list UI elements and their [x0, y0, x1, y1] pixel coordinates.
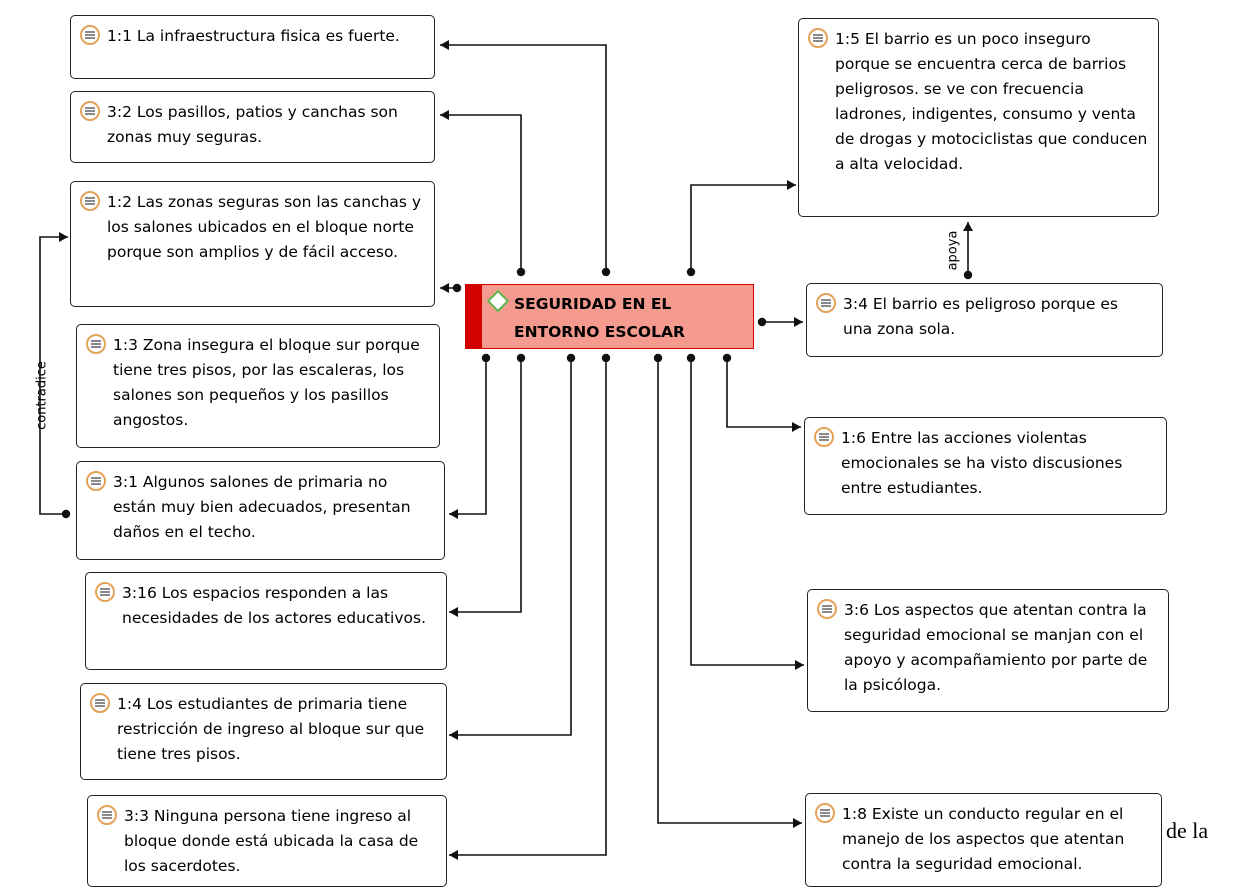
relation-label-apoya: apoya [945, 230, 961, 271]
quotation-icon [80, 191, 100, 211]
quote-code: 1:8 [842, 805, 872, 823]
quotation-icon [90, 693, 110, 713]
quotation-icon [86, 334, 106, 354]
quote-code: 3:2 [107, 103, 137, 121]
quotation-icon [817, 599, 837, 619]
edge-3-16 [449, 353, 526, 617]
quote-text: Los pasillos, patios y canchas son zonas… [107, 103, 398, 146]
edge-1-5 [686, 180, 796, 277]
edge-apoya [963, 222, 973, 280]
quote-text: Ninguna persona tiene ingreso al bloque … [124, 807, 419, 875]
edge-1-4 [449, 353, 576, 740]
edge-3-3 [449, 353, 611, 860]
quote-text: Zona insegura el bloque sur porque tiene… [113, 336, 420, 429]
relation-label-contradice: contradice [34, 361, 50, 430]
edge-1-6 [722, 353, 801, 432]
central-code-node[interactable]: SEGURIDAD EN EL ENTORNO ESCOLAR [465, 284, 754, 349]
quote-code: 1:6 [841, 429, 871, 447]
quote-1-2[interactable]: 1:2 Las zonas seguras son las canchas y … [70, 181, 435, 307]
quotation-icon [80, 101, 100, 121]
code-color-bar [466, 285, 482, 348]
quote-text: El barrio es peligroso porque es una zon… [843, 295, 1118, 338]
quotation-icon [814, 427, 834, 447]
quote-code: 1:1 [107, 27, 137, 45]
quote-1-8[interactable]: 1:8 Existe un conducto regular en el man… [805, 793, 1162, 887]
quotation-icon [97, 805, 117, 825]
quote-text: Las zonas seguras son las canchas y los … [107, 193, 422, 261]
quote-text: Algunos salones de primaria no están muy… [113, 473, 411, 541]
edge-1-1 [440, 40, 611, 277]
quotation-icon [80, 25, 100, 45]
quotation-icon [808, 28, 828, 48]
quote-3-6[interactable]: 3:6 Los aspectos que atentan contra la s… [807, 589, 1169, 712]
quote-1-6[interactable]: 1:6 Entre las acciones violentas emocion… [804, 417, 1167, 515]
quote-text: Los aspectos que atentan contra la segur… [844, 601, 1148, 694]
quote-code: 3:4 [843, 295, 873, 313]
edge-1-2 [440, 283, 462, 293]
quote-code: 3:1 [113, 473, 143, 491]
quote-1-4[interactable]: 1:4 Los estudiantes de primaria tiene re… [80, 683, 447, 780]
edge-3-1 [449, 353, 491, 519]
quote-3-2[interactable]: 3:2 Los pasillos, patios y canchas son z… [70, 91, 435, 163]
quote-text: La infraestructura fisica es fuerte. [136, 27, 400, 45]
quote-3-3[interactable]: 3:3 Ninguna persona tiene ingreso al blo… [87, 795, 447, 887]
quote-code: 3:3 [124, 807, 154, 825]
quote-text: El barrio es un poco inseguro porque se … [835, 30, 1148, 173]
quote-code: 3:16 [122, 584, 162, 602]
quotation-icon [86, 471, 106, 491]
quotation-icon [815, 803, 835, 823]
edge-3-4 [757, 317, 803, 327]
quote-code: 1:5 [835, 30, 865, 48]
quote-code: 1:3 [113, 336, 143, 354]
quote-text: Existe un conducto regular en el manejo … [842, 805, 1125, 873]
quote-code: 3:6 [844, 601, 874, 619]
quote-code: 1:2 [107, 193, 137, 211]
quote-1-3[interactable]: 1:3 Zona insegura el bloque sur porque t… [76, 324, 440, 448]
quote-3-1[interactable]: 3:1 Algunos salones de primaria no están… [76, 461, 445, 560]
trailing-document-text: de la [1166, 818, 1209, 843]
quote-text: Los espacios responden a las necesidades… [122, 584, 427, 627]
edge-3-2 [440, 110, 526, 277]
central-code-label: SEGURIDAD EN EL ENTORNO ESCOLAR [514, 295, 685, 341]
quote-1-1[interactable]: 1:1 La infraestructura fisica es fuerte. [70, 15, 435, 79]
edge-1-8 [653, 353, 802, 828]
quote-text: Entre las acciones violentas emocionales… [841, 429, 1123, 497]
quote-1-5[interactable]: 1:5 El barrio es un poco inseguro porque… [798, 18, 1159, 217]
edge-3-6 [686, 353, 804, 670]
quote-3-4[interactable]: 3:4 El barrio es peligroso porque es una… [806, 283, 1163, 357]
quote-3-16[interactable]: 3:16 Los espacios responden a las necesi… [85, 572, 447, 670]
quotation-icon [95, 582, 115, 602]
quotation-icon [816, 293, 836, 313]
quote-text: Los estudiantes de primaria tiene restri… [117, 695, 425, 763]
quote-code: 1:4 [117, 695, 147, 713]
code-diamond-icon [486, 289, 510, 313]
